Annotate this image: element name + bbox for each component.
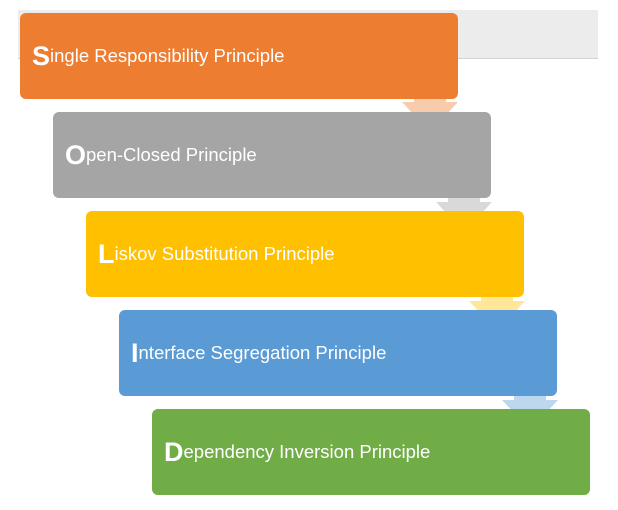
step-label: ingle Responsibility Principle [50,44,285,66]
step-initial: O [65,139,87,170]
step-initial: I [131,337,139,368]
step-label: nterface Segregation Principle [138,341,387,363]
step-label: iskov Substitution Principle [114,242,335,264]
step-initial: S [32,40,51,71]
step-initial: L [98,238,115,269]
step-label: ependency Inversion Principle [183,440,431,462]
step-label: pen-Closed Principle [86,143,257,165]
step-initial: D [164,436,184,467]
